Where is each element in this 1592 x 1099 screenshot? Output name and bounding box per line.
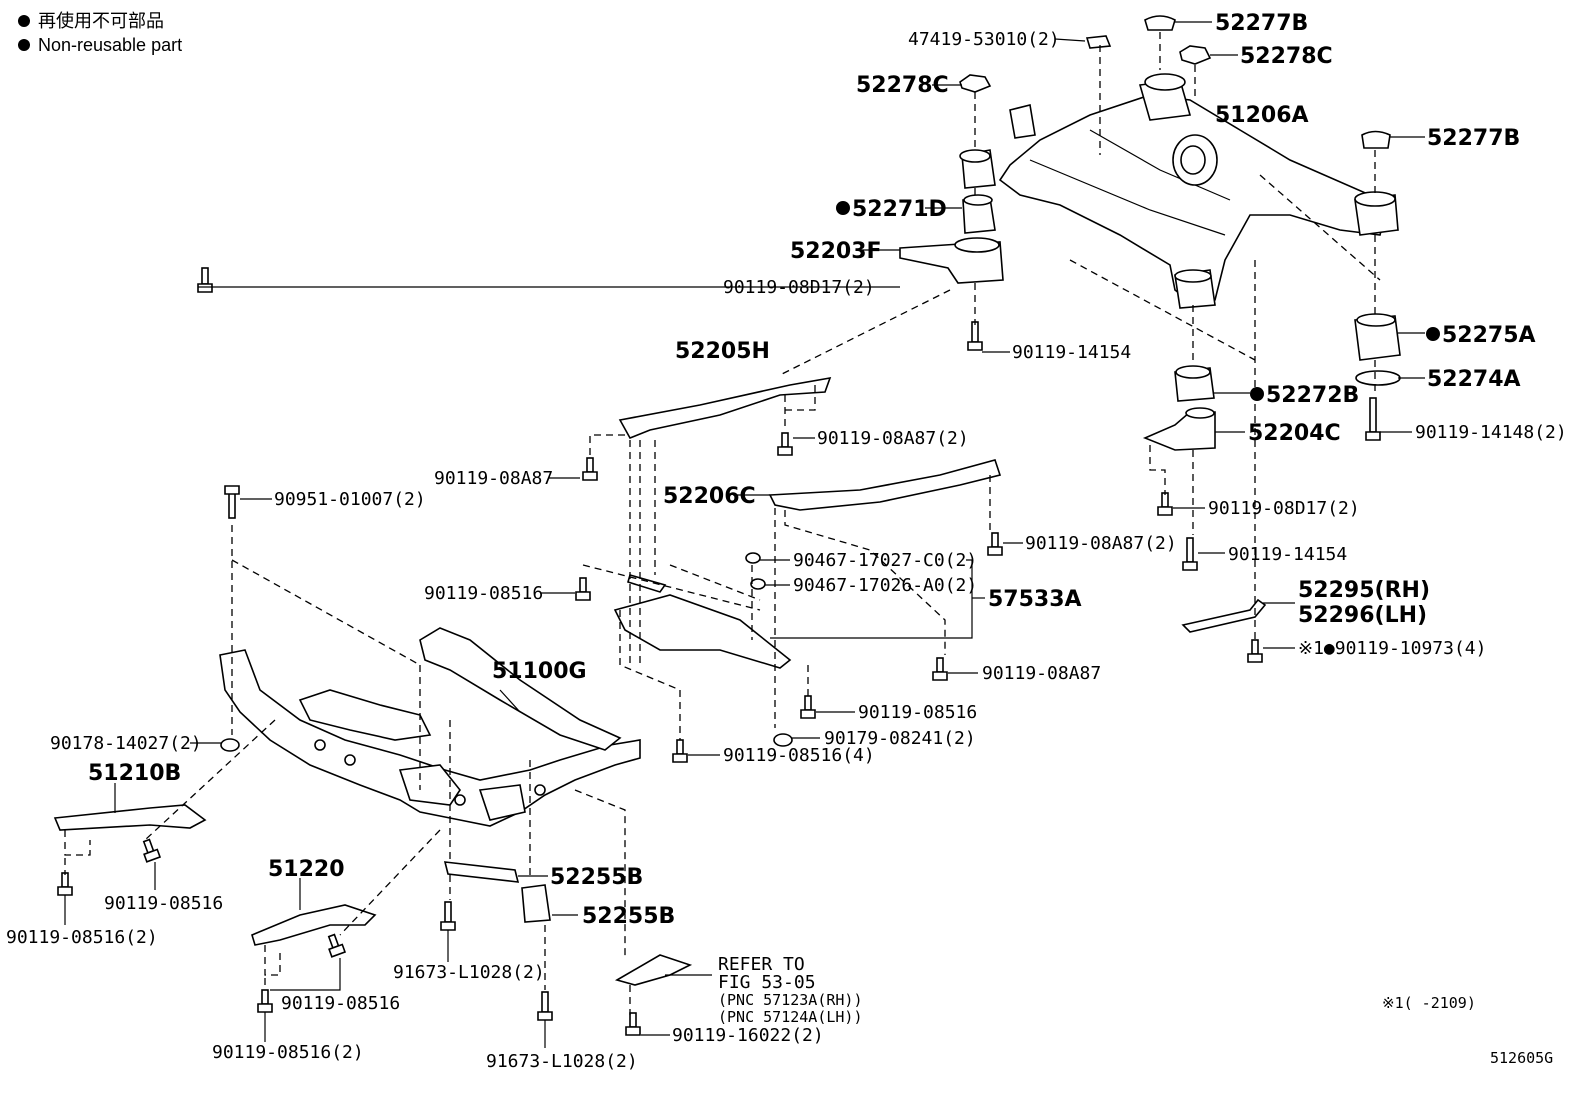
label-52277B-right: 52277B [1427, 126, 1520, 151]
label-52205H: 52205H [675, 339, 770, 364]
label-51220: 51220 [268, 857, 345, 882]
legend-japanese-label: 再使用不可部品 [38, 11, 164, 31]
bracket-52204C [1142, 411, 1216, 451]
brace-52295-52296 [1181, 598, 1267, 633]
label-52278C-right: 52278C [1240, 44, 1333, 69]
label-52275A: 52275A [1442, 323, 1536, 348]
label-52271D: 52271D [852, 197, 947, 222]
label-51100G: 51100G [492, 659, 587, 684]
label-90178-14027: 90178-14027(2) [50, 733, 202, 754]
label-90119-08516-4: 90119-08516(4) [723, 745, 875, 766]
label-90119-14148: 90119-14148(2) [1415, 422, 1567, 443]
figure-id: 512605G [1490, 1049, 1553, 1067]
non-reusable-dot-icon [18, 39, 30, 51]
label-57533A: 57533A [988, 587, 1082, 612]
non-reusable-dot-icon [1426, 327, 1440, 341]
brace-51210B [53, 804, 207, 831]
cover-57533A [613, 594, 792, 669]
bolts [57, 267, 1381, 1036]
label-90119-08A87-2-a: 90119-08A87(2) [817, 428, 969, 449]
leader-lines [64, 21, 1425, 1048]
washer-52274A [1355, 370, 1401, 386]
stopper-52278C-left [959, 74, 992, 93]
label-90119-08D17-b: 90119-08D17(2) [1208, 498, 1360, 519]
label-90119-10973: ※1●90119-10973(4) [1298, 638, 1486, 659]
rear-bushings [899, 15, 1401, 633]
non-reusable-dot-icon [836, 201, 850, 215]
label-51206A: 51206A [1215, 103, 1309, 128]
rear-suspension-member-51206A [959, 73, 1399, 309]
label-90119-14154-a: 90119-14154 [1012, 342, 1131, 363]
clip-47419 [1085, 35, 1112, 49]
label-90119-08516-b: 90119-08516 [858, 702, 977, 723]
footnote-1: ※1( -2109) [1382, 994, 1476, 1012]
label-90119-08516-2-a: 90119-08516(2) [6, 927, 158, 948]
plate-52255B-a [443, 861, 520, 883]
refer-line-1: REFER TO [718, 954, 805, 975]
label-90951-01007: 90951-01007(2) [274, 489, 426, 510]
part-labels: 47419-53010(2) 52277B 52278C 52278C 5120… [6, 11, 1567, 1072]
front-suspension-member-51100G [219, 627, 641, 827]
label-47419: 47419-53010(2) [908, 29, 1060, 50]
label-52277B-top: 52277B [1215, 11, 1308, 36]
label-51210B: 51210B [88, 761, 181, 786]
label-52278C-left: 52278C [856, 73, 949, 98]
stopper-52277B-top [1144, 15, 1176, 31]
label-52203F: 52203F [790, 239, 882, 264]
label-52255B-a: 52255B [550, 865, 643, 890]
label-52272B: 52272B [1266, 383, 1359, 408]
stopper-52278C-right [1179, 45, 1212, 65]
label-90119-08516-a: 90119-08516 [424, 583, 543, 604]
label-52204C: 52204C [1248, 421, 1341, 446]
non-reusable-dot-icon [1250, 387, 1264, 401]
brace-52206C [768, 459, 1002, 511]
refer-line-3: (PNC 57123A(RH)) [718, 991, 863, 1009]
label-90119-08A87-2-b: 90119-08A87(2) [1025, 533, 1177, 554]
label-52206C: 52206C [663, 484, 756, 509]
stopper-52277B-right [1361, 130, 1391, 149]
label-90467-17026: 90467-17026-A0(2) [793, 575, 977, 596]
non-reusable-dot-icon [18, 15, 30, 27]
label-91673-L1028-b: 91673-L1028(2) [486, 1051, 638, 1072]
brace-52205H [618, 376, 832, 440]
label-90119-16022: 90119-16022(2) [672, 1025, 824, 1046]
label-90467-17027: 90467-17027-C0(2) [793, 550, 977, 571]
plate-52255B-b [521, 884, 551, 923]
bracket-refer-fig-53-05 [614, 954, 693, 986]
label-90119-08A87-a: 90119-08A87 [434, 468, 553, 489]
legend: 再使用不可部品 Non-reusable part [18, 11, 182, 55]
legend-english-label: Non-reusable part [38, 35, 182, 55]
label-91673-L1028-a: 91673-L1028(2) [393, 962, 545, 983]
label-90179-08241: 90179-08241(2) [824, 728, 976, 749]
label-52255B-b: 52255B [582, 904, 675, 929]
label-90119-08516-d: 90119-08516 [281, 993, 400, 1014]
label-90119-08516-2-b: 90119-08516(2) [212, 1042, 364, 1063]
label-52296: 52296(LH) [1298, 603, 1427, 628]
label-52295: 52295(RH) [1298, 578, 1430, 603]
label-90119-08A87-b: 90119-08A87 [982, 663, 1101, 684]
label-90119-08516-c: 90119-08516 [104, 893, 223, 914]
label-52274A: 52274A [1427, 367, 1521, 392]
refer-line-4: (PNC 57124A(LH)) [718, 1008, 863, 1026]
refer-line-2: FIG 53-05 [718, 972, 816, 993]
assembly-dashed-lines [64, 32, 1381, 1015]
label-90119-14154-b: 90119-14154 [1228, 544, 1347, 565]
label-90119-08D17-a: 90119-08D17(2) [723, 277, 875, 298]
brace-51220 [251, 904, 377, 946]
